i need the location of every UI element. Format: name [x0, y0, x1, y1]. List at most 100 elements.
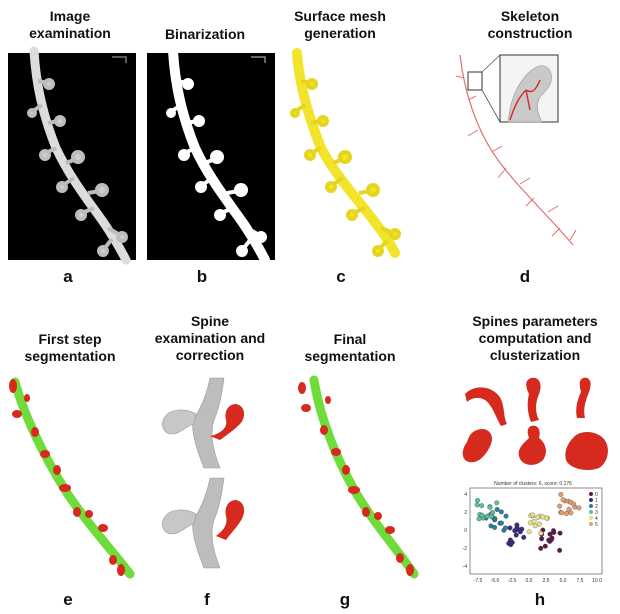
- panel-h-letter: h: [534, 590, 546, 609]
- panel-g-segmentation: [298, 375, 419, 579]
- panel-d-title: Skeleton construction: [487, 8, 573, 41]
- scatter-point: [521, 534, 527, 540]
- scatter-point: [513, 532, 519, 538]
- scatter-point: [538, 530, 544, 536]
- scatter-point: [548, 537, 554, 543]
- scatter-point: [475, 497, 480, 503]
- panel-g-title: Final segmentation: [304, 331, 396, 364]
- scatter-point: [479, 503, 485, 509]
- scatter-legend-marker: [589, 510, 593, 514]
- panel-f-spine-after: [162, 477, 245, 569]
- scatter-legend-marker: [589, 498, 593, 502]
- scatter-legend-marker: [589, 492, 593, 496]
- scatter-legend-label: 3: [595, 510, 598, 516]
- scatter-point: [498, 509, 504, 515]
- scatter-point: [559, 510, 565, 516]
- scatter-point: [494, 507, 500, 512]
- scatter-point: [539, 536, 545, 542]
- scatter-x-tick: -5.0: [491, 578, 500, 584]
- scatter-point: [571, 501, 577, 507]
- scatter-point: [530, 512, 536, 518]
- scatter-x-tick: 2.5: [543, 578, 550, 584]
- scatter-point: [494, 500, 500, 506]
- panel-b-image: [147, 46, 275, 265]
- scatter-point: [558, 492, 564, 497]
- panel-b-letter: b: [196, 267, 208, 286]
- scatter-point: [509, 540, 515, 545]
- scatter-point: [502, 525, 508, 531]
- scatter-x-tick: 10.0: [592, 578, 602, 584]
- scatter-point: [542, 543, 548, 549]
- scatter-point: [538, 545, 544, 551]
- scatter-y-ticks: 4 2 0 -2 -4: [463, 492, 468, 570]
- scatter-point: [488, 523, 494, 529]
- panel-f-letter: f: [204, 590, 210, 609]
- scatter-x-tick: 0.0: [526, 578, 533, 584]
- scatter-point: [576, 505, 582, 511]
- scatter-point: [531, 519, 537, 524]
- scatter-title: Number of clusters: 6, score: 0.176: [494, 481, 572, 487]
- panel-f-title: Spine examination and correction: [154, 313, 266, 363]
- scatter-y-tick: 4: [464, 492, 467, 498]
- panel-h-spine-shapes: [462, 377, 608, 470]
- scatter-legend-label: 0: [595, 492, 598, 498]
- panel-c-mesh: [290, 48, 401, 258]
- panel-g-letter: g: [339, 590, 351, 609]
- panel-a-image: [8, 46, 136, 265]
- scatter-point: [537, 521, 542, 527]
- scatter-point: [568, 510, 574, 516]
- scatter-point: [484, 513, 490, 519]
- scatter-point: [560, 497, 566, 503]
- scatter-x-tick: -2.5: [508, 578, 517, 584]
- panel-a-title: Image examination: [29, 8, 111, 41]
- scatter-point: [557, 547, 563, 553]
- scatter-point: [540, 514, 546, 520]
- scatter-point: [532, 523, 538, 529]
- scatter-legend-marker: [589, 504, 593, 508]
- panel-e-segmentation: [9, 377, 135, 579]
- panel-a-letter: a: [63, 267, 73, 286]
- panel-b-title: Binarization: [164, 26, 246, 42]
- scatter-y-tick: 2: [464, 510, 467, 516]
- scatter-point: [498, 520, 504, 526]
- panel-e-title: First step segmentation: [24, 331, 116, 364]
- panel-d-letter: d: [519, 267, 531, 286]
- scatter-y-tick: 0: [464, 528, 467, 534]
- scatter-point: [557, 530, 563, 536]
- scatter-legend-marker: [589, 522, 593, 526]
- scatter-x-ticks: -7.5 -5.0 -2.5 0.0 2.5 5.0 7.5 10.0: [474, 578, 602, 584]
- scatter-point: [563, 511, 569, 516]
- scatter-legend-label: 2: [595, 504, 598, 510]
- panel-f-spine-before: [162, 377, 245, 469]
- scatter-x-tick: -7.5: [474, 578, 483, 584]
- scatter-point: [535, 514, 541, 520]
- scatter-y-tick: -4: [463, 564, 468, 570]
- scatter-point: [489, 513, 494, 519]
- panel-c-title: Surface mesh generation: [294, 8, 386, 41]
- scatter-legend-label: 4: [595, 516, 598, 522]
- scatter-y-tick: -2: [463, 546, 468, 552]
- skeleton-zoom-inset: [499, 54, 559, 123]
- scatter-legend-label: 5: [595, 522, 598, 528]
- panel-h-scatter: Number of clusters: 6, score: 0.176 -7.5…: [463, 481, 603, 584]
- scatter-points: [474, 492, 582, 553]
- scatter-x-tick: 5.0: [560, 578, 567, 584]
- scatter-x-tick: 7.5: [577, 578, 584, 584]
- scatter-point: [474, 502, 480, 508]
- scatter-point: [557, 503, 563, 509]
- scatter-point: [514, 522, 520, 528]
- scatter-point: [507, 525, 513, 531]
- scatter-point: [517, 529, 523, 535]
- panel-e-letter: e: [63, 590, 73, 609]
- scatter-point: [526, 529, 532, 535]
- scatter-legend-marker: [589, 516, 593, 520]
- scatter-point: [487, 504, 493, 510]
- panel-h-title: Spines parameters computation and cluste…: [472, 313, 598, 363]
- scatter-point: [551, 530, 557, 535]
- panel-d-skeleton: [455, 54, 577, 246]
- scatter-point: [479, 512, 485, 518]
- scatter-point: [503, 513, 509, 519]
- scatter-legend-label: 1: [595, 498, 598, 504]
- panel-c-letter: c: [336, 267, 346, 286]
